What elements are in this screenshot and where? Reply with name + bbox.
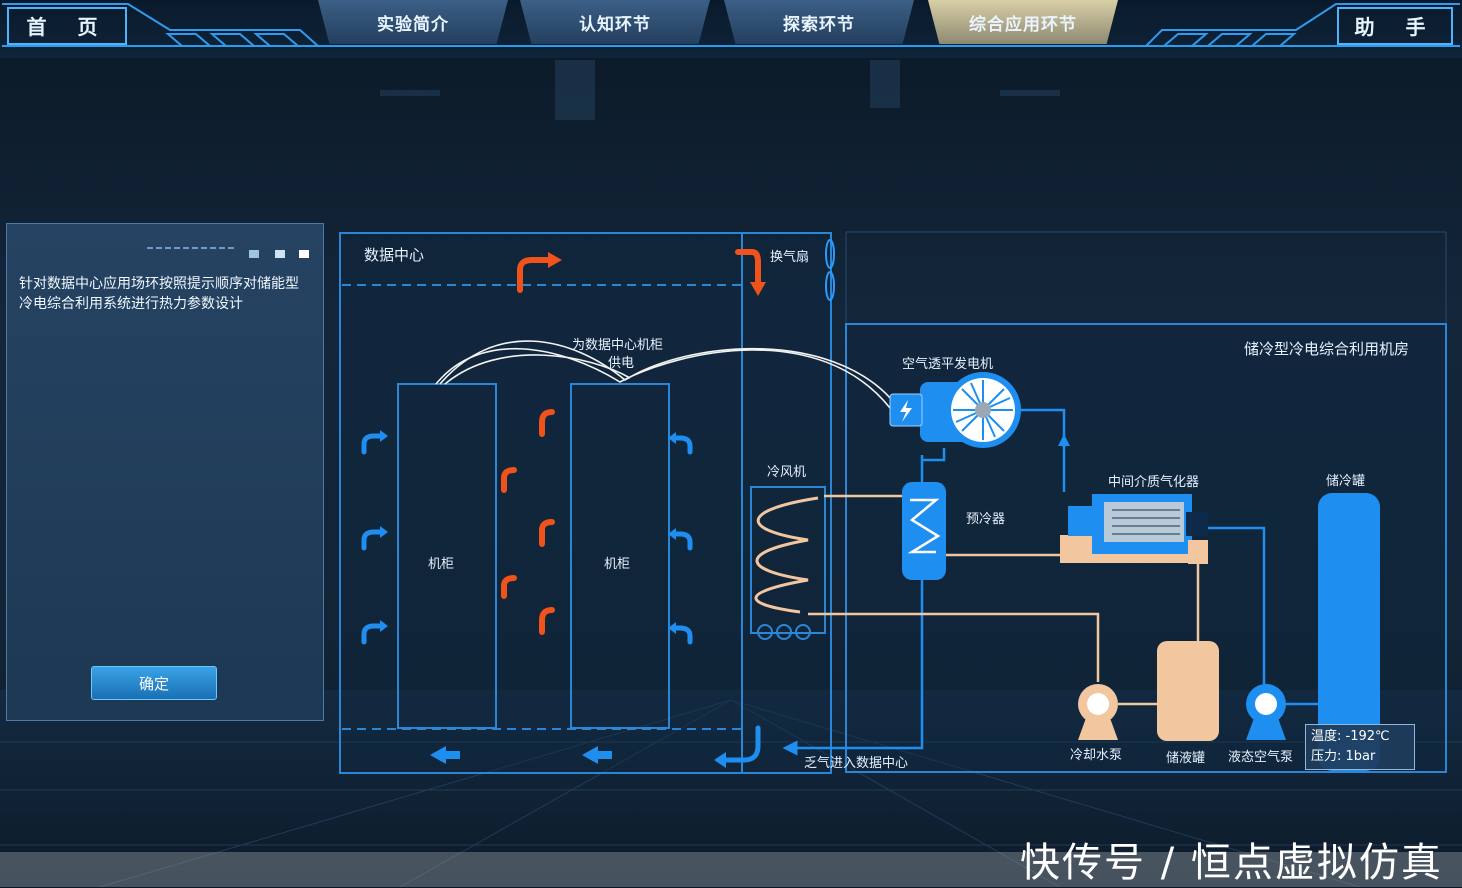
temp-value: -192℃ bbox=[1345, 729, 1390, 744]
tab-explore[interactable]: 探索环节 bbox=[724, 0, 914, 44]
turbine-label: 空气透平发电机 bbox=[902, 357, 994, 372]
precooler-label: 预冷器 bbox=[966, 512, 1006, 527]
turbine-generator-icon bbox=[889, 372, 1021, 448]
instruction-panel: 针对数据中心应用场环按照提示顺序对储能型冷电综合利用系统进行热力参数设计 确定 bbox=[6, 223, 324, 721]
tab-intro[interactable]: 实验简介 bbox=[318, 0, 508, 44]
confirm-button[interactable]: 确定 bbox=[91, 666, 217, 700]
pump-label: 冷却水泵 bbox=[1070, 748, 1123, 763]
datacenter-label: 数据中心 bbox=[364, 246, 425, 264]
watermark: 快传号 / 恒点虚拟仿真 bbox=[1020, 840, 1443, 886]
cold-storage-tank bbox=[1318, 493, 1380, 771]
panel-decor bbox=[147, 247, 309, 258]
liquid-storage-tank bbox=[1157, 641, 1219, 741]
vaporizer-label: 中间介质气化器 bbox=[1108, 475, 1200, 490]
machine-room-label: 储冷型冷电综合利用机房 bbox=[1244, 340, 1410, 358]
temp-label: 温度: bbox=[1311, 729, 1342, 744]
home-label: 首 页 bbox=[26, 14, 110, 39]
air-pump-label: 液态空气泵 bbox=[1228, 750, 1294, 765]
cabinet-2-label: 机柜 bbox=[604, 557, 631, 572]
air-inlet-label: 乏气进入数据中心 bbox=[804, 756, 909, 771]
liquid-tank-label: 储液罐 bbox=[1166, 751, 1206, 766]
pressure-label: 压力: bbox=[1311, 749, 1342, 764]
helper-label: 助 手 bbox=[1354, 14, 1438, 39]
cabinet-2 bbox=[570, 383, 670, 729]
vaporizer-icon bbox=[1060, 494, 1208, 564]
helper-button[interactable]: 助 手 bbox=[1340, 6, 1452, 44]
cooling-water-pump-icon bbox=[1078, 684, 1118, 740]
temp-row: 温度: -192℃ bbox=[1311, 727, 1414, 747]
tab-cognition-label: 认知环节 bbox=[579, 14, 651, 35]
cooler-label: 冷风机 bbox=[767, 465, 807, 480]
fan-label: 换气扇 bbox=[770, 250, 810, 265]
tab-intro-label: 实验简介 bbox=[377, 14, 449, 35]
precooler bbox=[902, 482, 946, 580]
nav-frame bbox=[2, 3, 1460, 47]
power-cables bbox=[435, 340, 893, 409]
cabinet-1 bbox=[397, 383, 497, 729]
storage-tank-label: 储冷罐 bbox=[1326, 474, 1366, 489]
pressure-value: 1bar bbox=[1345, 749, 1376, 764]
tank-readout: 温度: -192℃ 压力: 1bar bbox=[1305, 724, 1415, 770]
ventilation-fan-icon bbox=[825, 239, 835, 301]
instruction-text: 针对数据中心应用场环按照提示顺序对储能型冷电综合利用系统进行热力参数设计 bbox=[19, 276, 299, 312]
pressure-row: 压力: 1bar bbox=[1311, 747, 1414, 767]
tab-application-label: 综合应用环节 bbox=[969, 14, 1077, 35]
room-top-frame bbox=[845, 231, 1447, 325]
home-button[interactable]: 首 页 bbox=[10, 6, 126, 44]
tab-cognition[interactable]: 认知环节 bbox=[520, 0, 710, 44]
tab-application[interactable]: 综合应用环节 bbox=[928, 0, 1118, 44]
air-cooler bbox=[750, 486, 826, 634]
cabinet-1-label: 机柜 bbox=[428, 557, 455, 572]
power-label-2: 供电 bbox=[608, 356, 635, 371]
top-nav-bar: 首 页 助 手 实验简介 认知环节 探索环节 综合应用环节 bbox=[0, 0, 1462, 58]
liquid-air-pump-icon bbox=[1246, 684, 1286, 740]
tab-explore-label: 探索环节 bbox=[783, 14, 855, 35]
datacenter-frame bbox=[339, 232, 832, 774]
cooler-coil bbox=[754, 496, 819, 614]
power-label-1: 为数据中心机柜 bbox=[572, 338, 664, 353]
